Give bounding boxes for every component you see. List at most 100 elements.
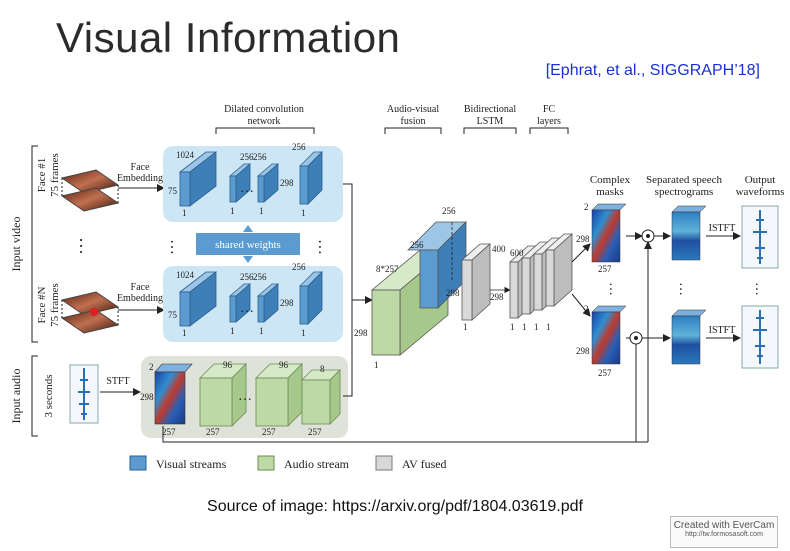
- svg-text:256: 256: [292, 262, 306, 272]
- svg-text:Face: Face: [131, 282, 150, 293]
- svg-text:256: 256: [240, 272, 254, 282]
- svg-text:1: 1: [230, 206, 235, 216]
- svg-text:257: 257: [598, 264, 612, 274]
- visual-blocks-N-labels: 1024 75 1 256 1 256 1 256 298 1 …: [168, 262, 306, 338]
- fusion-label-1: Audio-visual: [387, 104, 439, 115]
- fusion-connectors: [343, 183, 373, 397]
- svg-text:1024: 1024: [176, 270, 195, 280]
- legend-visual-swatch: [129, 455, 147, 471]
- svg-text:298: 298: [490, 292, 504, 302]
- svg-text:…: …: [167, 239, 184, 255]
- svg-text:1024: 1024: [176, 150, 195, 160]
- svg-text:ISTFT: ISTFT: [709, 325, 736, 336]
- faceN-label-1: Face #N: [36, 286, 48, 323]
- svg-text:1: 1: [259, 326, 264, 336]
- fc-blocks: [508, 233, 574, 319]
- svg-text:1: 1: [510, 322, 515, 332]
- svg-text:2: 2: [149, 362, 154, 372]
- spectrogram-N: [671, 309, 707, 365]
- face1-frames: [60, 169, 120, 212]
- mask-labels: 2 298 257 2 298 257 …: [576, 202, 621, 378]
- legend-audio: Audio stream: [284, 457, 350, 471]
- mask-N: [591, 305, 627, 365]
- dilated-label-1: Dilated convolution: [224, 104, 304, 115]
- svg-text:…: …: [238, 389, 252, 404]
- legend-visual: Visual streams: [156, 457, 227, 471]
- svg-text:Embedding: Embedding: [117, 293, 163, 304]
- face1-label-2: 75 frames: [49, 153, 61, 197]
- svg-text:1: 1: [463, 322, 468, 332]
- svg-text:STFT: STFT: [106, 376, 129, 387]
- svg-text:298: 298: [354, 328, 368, 338]
- image-source: Source of image: https://arxiv.org/pdf/1…: [207, 498, 583, 515]
- waveform-N: [741, 305, 779, 369]
- input-brackets: Input video Input audio Face #1 75 frame…: [9, 145, 96, 437]
- svg-text:256: 256: [442, 206, 456, 216]
- svg-text:298: 298: [280, 178, 294, 188]
- slide-title: Visual Information: [56, 14, 401, 61]
- spectro-label-1: Separated speech: [646, 174, 723, 186]
- svg-text:75: 75: [168, 186, 178, 196]
- svg-text:1: 1: [301, 328, 306, 338]
- input-audio-label: Input audio: [9, 369, 23, 424]
- svg-text:…: …: [315, 239, 332, 255]
- svg-text:257: 257: [262, 427, 276, 437]
- face-embedding-N: Face Embedding: [117, 282, 165, 314]
- audio-waveform-input: [69, 364, 99, 424]
- fusion-label-2: fusion: [401, 116, 426, 127]
- audio-blocks: [199, 363, 341, 427]
- svg-text:…: …: [606, 282, 621, 296]
- input-video-label: Input video: [9, 217, 23, 272]
- svg-text:96: 96: [223, 360, 233, 370]
- svg-text:1: 1: [301, 208, 306, 218]
- fusion-labels: 8*257 298 1 256 256 298: [354, 206, 460, 370]
- face-embedding-1: Face Embedding: [117, 162, 165, 192]
- svg-text:298: 298: [576, 346, 590, 356]
- svg-text:1: 1: [230, 326, 235, 336]
- watermark: Created with EverCam http://tw.formosaso…: [670, 516, 778, 548]
- dilated-label-2: network: [248, 116, 281, 127]
- shared-weights-label: shared weights: [215, 239, 281, 251]
- mask-1: [591, 203, 627, 263]
- svg-text:1: 1: [546, 322, 551, 332]
- spectro-dots: …: [676, 282, 691, 296]
- svg-text:2: 2: [584, 202, 589, 212]
- face1-label-1: Face #1: [36, 158, 48, 193]
- lstm-block: [460, 243, 511, 321]
- svg-text:298: 298: [576, 234, 590, 244]
- waveforms-label-2: waveforms: [736, 186, 785, 198]
- waveform-1: [741, 205, 779, 269]
- fc-label-2: layers: [537, 116, 561, 127]
- istft-arrows: ISTFT ISTFT: [706, 223, 741, 342]
- lstm-labels: 400 298 1: [463, 244, 506, 332]
- legend: Visual streams Audio stream AV fused: [129, 455, 447, 471]
- svg-text:256: 256: [240, 152, 254, 162]
- audio-spectrogram-input: [154, 363, 193, 425]
- svg-text:256: 256: [410, 240, 424, 250]
- legend-fused-swatch: [375, 455, 393, 471]
- visual-blocks-1-labels: 1024 75 1 256 1 256 1 256 298 1 …: [168, 142, 306, 218]
- stft-input: STFT: [100, 376, 141, 396]
- section-headers: Dilated convolution network Audio-visual…: [215, 104, 785, 198]
- legend-audio-swatch: [257, 455, 275, 471]
- masks-label-2: masks: [596, 186, 624, 198]
- audio-block-labels: 2 298 257 96 257 96 257 8 257 …: [140, 360, 325, 437]
- svg-text:298: 298: [446, 288, 460, 298]
- svg-text:ISTFT: ISTFT: [709, 223, 736, 234]
- svg-text:257: 257: [308, 427, 322, 437]
- svg-text:600: 600: [510, 248, 524, 258]
- svg-text:96: 96: [279, 360, 289, 370]
- waveforms-label-1: Output: [745, 174, 776, 186]
- watermark-line1: Created with EverCam: [673, 520, 775, 531]
- lstm-label-2: LSTM: [477, 116, 504, 127]
- svg-text:75: 75: [168, 310, 178, 320]
- svg-text:400: 400: [492, 244, 506, 254]
- svg-text:1: 1: [534, 322, 539, 332]
- svg-text:256: 256: [292, 142, 306, 152]
- fusion-blocks: [370, 221, 467, 356]
- svg-text:298: 298: [280, 298, 294, 308]
- svg-text:256: 256: [253, 152, 267, 162]
- svg-text:257: 257: [598, 368, 612, 378]
- svg-text:256: 256: [253, 272, 267, 282]
- svg-text:1: 1: [259, 206, 264, 216]
